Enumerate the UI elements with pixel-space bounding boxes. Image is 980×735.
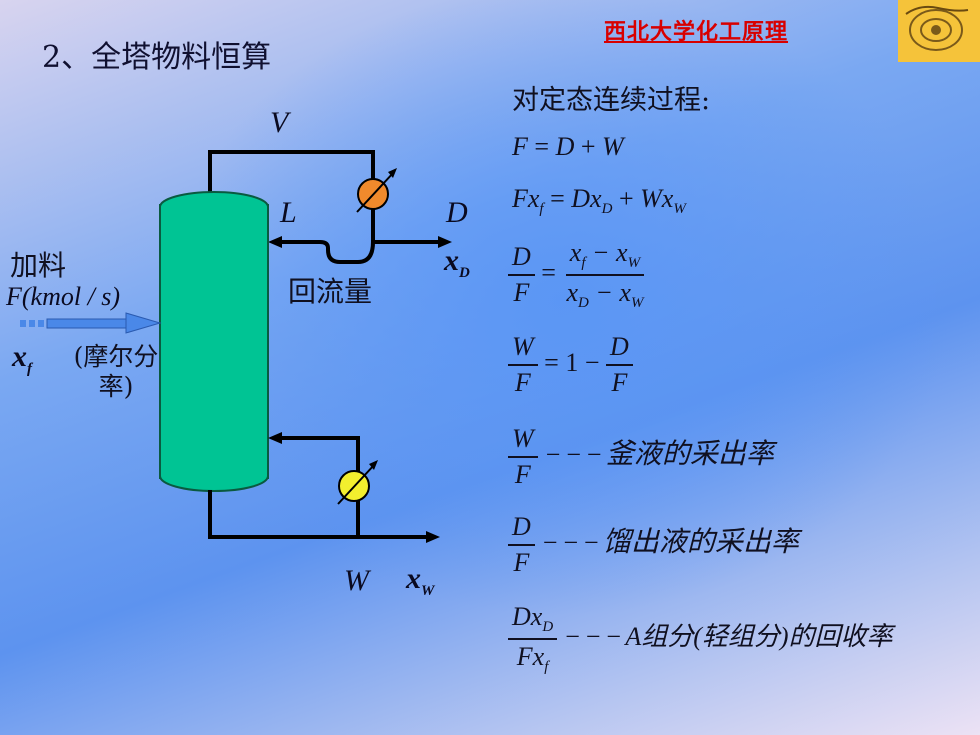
- distillation-diagram: [20, 150, 452, 543]
- bottoms-composition-label: xW: [406, 562, 435, 599]
- reflux-flow-label: L: [280, 196, 297, 229]
- feed-composition-label: xf: [12, 340, 32, 377]
- distillate-yield-text: 馏出液的采出率: [602, 526, 799, 558]
- university-logo: [898, 0, 980, 62]
- reflux-label: 回流量: [288, 275, 373, 308]
- distillate-label: D: [446, 196, 468, 229]
- feed-flow-label: F(kmol / s): [6, 282, 121, 311]
- bottoms-yield-text: 釜液的采出率: [605, 438, 774, 470]
- brand-title: 西北大学化工原理: [604, 19, 789, 45]
- feed-label: 加料: [10, 249, 67, 282]
- bottoms-label: W: [344, 564, 369, 597]
- component-balance-equation: Fxf = DxD + WxW: [512, 184, 686, 218]
- feed-composition-note: (摩尔分率): [73, 342, 159, 401]
- distillate-composition-label: xD: [444, 244, 470, 281]
- recovery-text: A组分(轻组分)的回收率: [625, 622, 893, 652]
- process-intro: 对定态连续过程:: [512, 85, 711, 116]
- overall-balance-equation: F = D + W: [512, 132, 624, 161]
- page-title: 2、全塔物料恒算: [42, 40, 272, 75]
- vapor-label: V: [270, 106, 289, 139]
